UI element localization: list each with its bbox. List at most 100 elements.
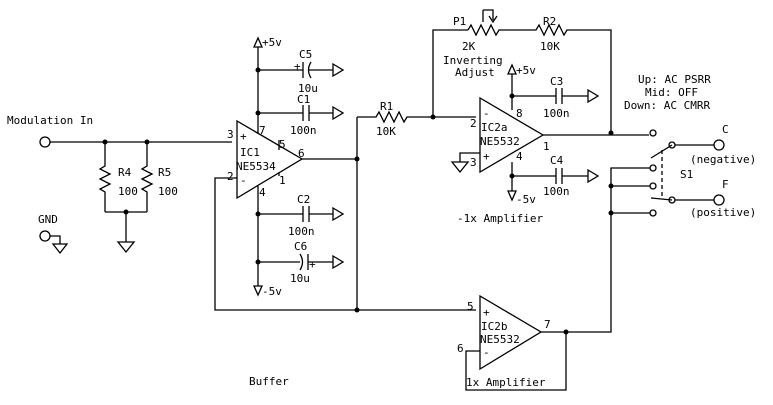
gnd-terminal[interactable] [39, 230, 51, 242]
capacitor-c5: + C5 10u [258, 48, 345, 95]
ic2a-opamp [479, 96, 545, 174]
input-section: Modulation In R4 100 R5 100 GND [7, 114, 232, 255]
c6-plus: + [309, 258, 316, 271]
output-f-jack[interactable] [713, 194, 725, 206]
ic2b-plus: + [483, 306, 490, 319]
resistor-r5: R5 100 [140, 142, 178, 212]
c3-ref: C3 [550, 75, 563, 88]
p1-value: 2K [462, 40, 476, 53]
plus5v-arrow-a [252, 36, 264, 48]
c2-ref: C2 [297, 193, 310, 206]
ic2a-pin1: 1 [543, 140, 550, 153]
s1-label: S1 [680, 168, 693, 181]
capacitor-c2: C2 100n [258, 193, 345, 238]
output-c-label: C [722, 123, 729, 136]
ic2a-minus: - [483, 107, 490, 120]
capacitor-c6: + C6 10u [258, 240, 345, 285]
r1-ref: R1 [380, 100, 393, 113]
output-f: F (positive) [690, 178, 756, 219]
ic1-pin3: 3 [227, 128, 234, 141]
r4-value: 100 [118, 185, 138, 198]
capacitor-c1: C1 100n [258, 93, 345, 137]
switch-legend-up: Up: AC PSRR [638, 73, 711, 86]
r5-value: 100 [158, 185, 178, 198]
c2-value: 100n [288, 225, 315, 238]
ic2a-pin2: 2 [470, 117, 477, 130]
ground-symbol-r [116, 241, 136, 254]
buffer-amp-label: 1x Amplifier [466, 376, 546, 389]
ic1-minus: - [240, 174, 247, 187]
ic2a-plus: + [483, 150, 490, 163]
gnd-label: GND [38, 213, 58, 226]
output-c-desc: (negative) [690, 153, 756, 166]
r2-ref: R2 [543, 15, 556, 28]
switch-legend-mid: Mid: OFF [645, 86, 698, 99]
ic2a-inverter: - + IC2a NE5532 2 3 8 4 1 +5v C3 100n -5… [450, 63, 649, 225]
switch-s1[interactable]: S1 [611, 129, 714, 217]
ic1-pin7: 7 [259, 124, 266, 137]
p1-ref: P1 [453, 15, 466, 28]
ground-symbol-ic2a [450, 161, 470, 174]
switch-legend: Up: AC PSRR Mid: OFF Down: AC CMRR [624, 73, 711, 112]
c1-ref: C1 [297, 93, 310, 106]
output-f-desc: (positive) [690, 206, 756, 219]
ic2a-pin4: 4 [516, 150, 523, 163]
c4-value: 100n [543, 185, 570, 198]
output-f-label: F [722, 178, 729, 191]
ic1-buffer: + - IC1 NE5534 3 2 7 5 6 4 1 +5v + C5 10… [214, 36, 476, 388]
c6-value: 10u [290, 272, 310, 285]
ic2a-pin3: 3 [470, 156, 477, 169]
resistor-r4: R4 100 [98, 142, 138, 212]
ic2b-pin6: 6 [457, 342, 464, 355]
ic2b-minus: - [483, 346, 490, 359]
r1-value: 10K [376, 125, 396, 138]
ic1-pin1: 1 [279, 174, 286, 187]
minus5v-arrow-b [506, 190, 518, 202]
ic2b-ref: IC2b [481, 320, 508, 333]
ic2a-part: NE5532 [480, 135, 520, 148]
ic1-pin6: 6 [298, 147, 305, 160]
ic1-part: NE5534 [236, 160, 276, 173]
c3-value: 100n [543, 107, 570, 120]
ic1-ref: IC1 [240, 146, 260, 159]
modulation-in-label: Modulation In [7, 114, 93, 127]
inverting-network: R1 10K P1 2K Inverting Adjust R2 10K [357, 9, 612, 138]
resistor-r2: R2 10K [520, 15, 612, 133]
c4-ref: C4 [550, 154, 564, 167]
ic2b-follower: + - IC2b NE5532 5 6 7 1x Amplifier [457, 167, 650, 391]
r2-value: 10K [540, 40, 560, 53]
c1-value: 100n [290, 124, 317, 137]
plus5v-label-a: +5v [262, 36, 282, 49]
p1-desc-1: Inverting [443, 54, 503, 67]
ic2b-pin7: 7 [544, 318, 551, 331]
r4-ref: R4 [118, 166, 132, 179]
ic1-pin5: 5 [279, 138, 286, 151]
minus5v-label-b: -5v [516, 193, 536, 206]
ic1-opamp [236, 119, 304, 200]
plus5v-arrow-b [506, 63, 518, 75]
minus5v-label-a: -5v [262, 285, 282, 298]
buffer-label: Buffer [249, 375, 289, 388]
ic2a-ref: IC2a [481, 121, 508, 134]
ic2a-pin8: 8 [516, 107, 523, 120]
r5-ref: R5 [158, 166, 171, 179]
ic2b-part: NE5532 [480, 333, 520, 346]
capacitor-c4: C4 100n [512, 154, 600, 198]
minus5v-arrow-a [252, 285, 264, 297]
c5-ref: C5 [299, 48, 312, 61]
plus5v-label-b: +5v [516, 64, 536, 77]
potentiometer-p1[interactable]: P1 2K Inverting Adjust [443, 9, 520, 79]
c5-plus: + [294, 60, 301, 73]
output-c: C (negative) [690, 123, 756, 166]
ic1-pin4: 4 [259, 186, 266, 199]
c6-ref: C6 [294, 240, 307, 253]
modulation-in-terminal[interactable] [39, 136, 51, 148]
capacitor-c3: C3 100n [512, 75, 600, 120]
p1-desc-2: Adjust [455, 66, 495, 79]
switch-legend-down: Down: AC CMRR [624, 99, 710, 112]
output-c-jack[interactable] [713, 139, 725, 151]
ic1-plus: + [240, 130, 247, 143]
c5-value: 10u [298, 82, 318, 95]
ic2b-pin5: 5 [467, 300, 474, 313]
